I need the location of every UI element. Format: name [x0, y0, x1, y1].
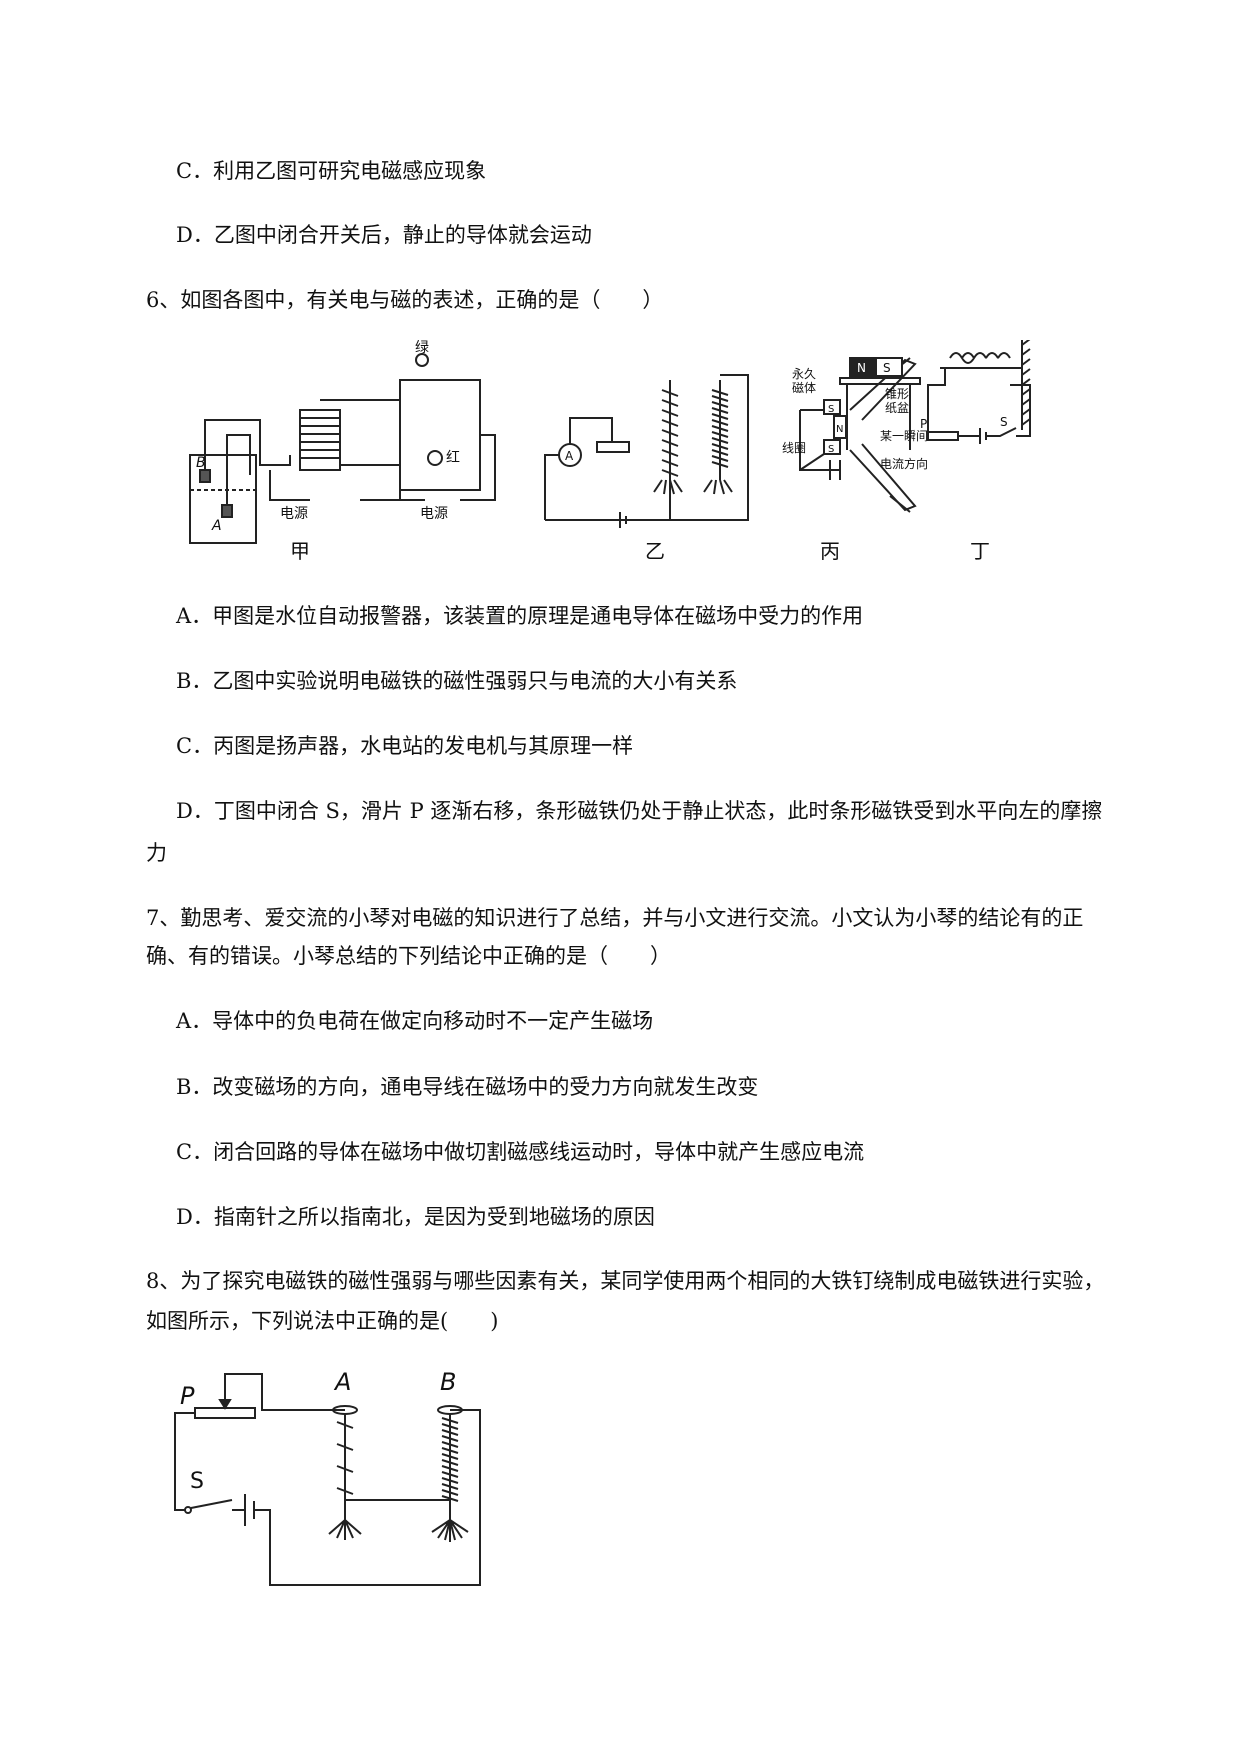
- fig-label-bing: 丙: [820, 539, 840, 563]
- q6-option-b: B．乙图中实验说明电磁铁的磁性强弱只与电流的大小有关系: [176, 669, 738, 693]
- jia-power-label-2: 电源: [420, 506, 448, 522]
- jia-red-label: 红: [446, 450, 460, 466]
- q6-stem: 6、如图各图中，有关电与磁的表述，正确的是（ ）: [146, 288, 664, 312]
- bing-cone-label-1: 锥形: [885, 387, 909, 401]
- q8-p-label: P: [180, 1382, 195, 1410]
- q8-a-label: A: [333, 1368, 351, 1396]
- bing-magnet-s2: [823, 439, 841, 455]
- q8-stem-line1: 8、为了探究电磁铁的磁性强弱与哪些因素有关，某同学使用两个相同的大铁钉绕制成电磁…: [146, 1269, 1105, 1293]
- fig-label-ding: 丁: [970, 539, 990, 563]
- q7-stem-line1: 7、勤思考、爱交流的小琴对电磁的知识进行了总结，并与小文进行交流。小文认为小琴的…: [146, 906, 1084, 930]
- jia-beaker: [189, 454, 257, 544]
- q8-b-label: B: [440, 1368, 456, 1396]
- jia-a-label: A: [211, 518, 222, 534]
- bing-moment-label: 某一瞬间: [880, 429, 928, 443]
- bing-s1-label: S: [828, 404, 834, 415]
- bing-s2-label: S: [828, 444, 834, 455]
- bing-coil-label: 线圈: [782, 441, 806, 455]
- jia-b-label: B: [196, 455, 206, 471]
- bing-magnet-label-2: 磁体: [792, 380, 816, 395]
- q7-option-b: B．改变磁场的方向，通电导线在磁场中的受力方向就发生改变: [176, 1075, 759, 1099]
- q8-figure: P A B S: [174, 1368, 481, 1586]
- fig-label-yi: 乙: [645, 539, 665, 563]
- ding-switch-label: S: [1000, 415, 1008, 429]
- bing-n-label: N: [836, 424, 843, 435]
- ding-table-top: [839, 377, 921, 385]
- fig-label-jia: 甲: [290, 539, 310, 563]
- q8-stem-line2: 如图所示，下列说法中正确的是( ): [146, 1309, 499, 1333]
- q6-option-d-line1: D．丁图中闭合 S，滑片 P 逐渐右移，条形磁铁仍处于静止状态，此时条形磁铁受到…: [176, 799, 1103, 823]
- q7-stem-line2: 确、有的错误。小琴总结的下列结论中正确的是（ ）: [146, 944, 671, 968]
- q8-s-label: S: [190, 1469, 204, 1494]
- q5-option-c: C．利用乙图可研究电磁感应现象: [176, 159, 487, 183]
- bing-current-label: 电流方向: [880, 456, 928, 471]
- ding-p-label: P: [920, 417, 927, 431]
- q7-option-a: A．导体中的负电荷在做定向移动时不一定产生磁场: [176, 1009, 654, 1033]
- ding-s-label: S: [883, 361, 891, 375]
- q6-option-a: A．甲图是水位自动报警器，该装置的原理是通电导体在磁场中受力的作用: [176, 604, 864, 628]
- q8-switch-pivot: [184, 1506, 192, 1514]
- jia-lamp-box: [399, 379, 481, 491]
- ding-n-label: N: [857, 361, 866, 375]
- q7-option-c: C．闭合回路的导体在磁场中做切割磁感线运动时，导体中就产生感应电流: [176, 1140, 865, 1164]
- jia-red-lamp: [427, 450, 443, 466]
- jia-power-label-1: 电源: [280, 506, 308, 522]
- bing-magnet-s1: [823, 399, 841, 415]
- bing-cone-label-2: 纸盆: [885, 401, 909, 415]
- q6-option-d-line2: 力: [146, 841, 167, 865]
- jia-relay-coil: [299, 409, 341, 471]
- jia-green-label: 绿: [415, 340, 429, 356]
- yi-ammeter-label: A: [565, 449, 574, 463]
- jia-green-lamp: [415, 353, 429, 367]
- q6-figure: 绿 红 电源 电源 B A A 永久 磁体 锥形 纸盆 某一瞬间 线圈 电流方向…: [189, 340, 1031, 563]
- bing-magnet-label-1: 永久: [792, 367, 816, 381]
- q5-option-d: D．乙图中闭合开关后，静止的导体就会运动: [176, 223, 592, 247]
- q6-option-c: C．丙图是扬声器，水电站的发电机与其原理一样: [176, 734, 634, 758]
- q7-option-d: D．指南针之所以指南北，是因为受到地磁场的原因: [176, 1205, 655, 1229]
